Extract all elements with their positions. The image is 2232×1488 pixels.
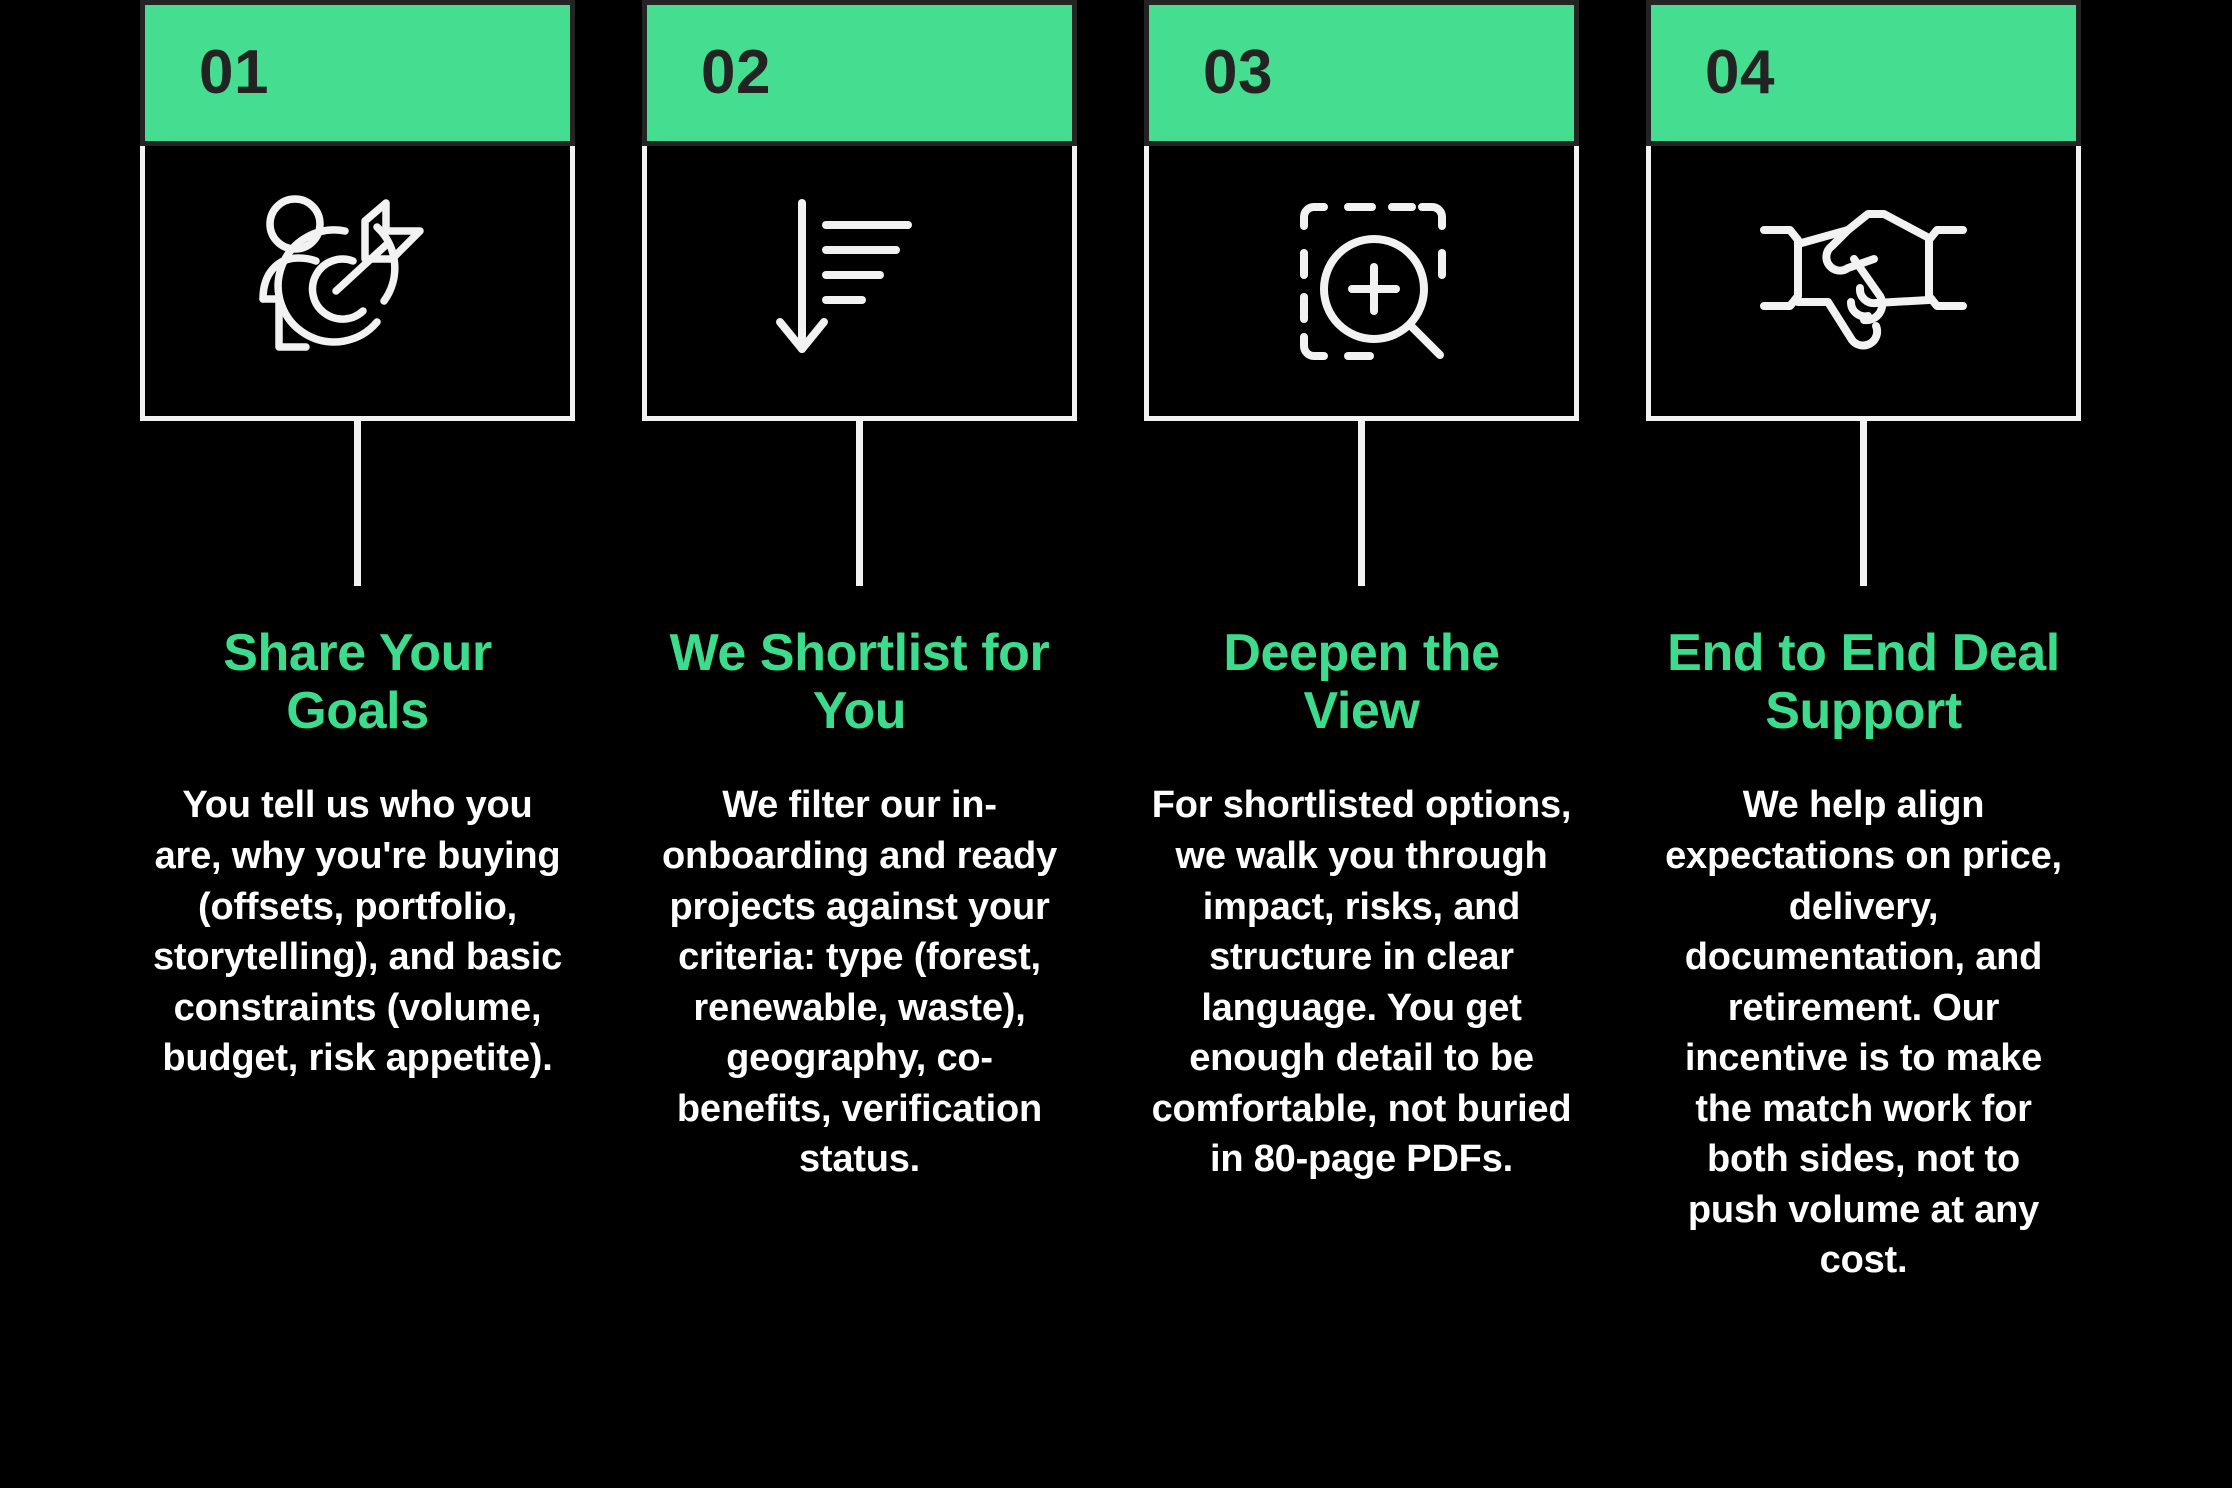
step-icon-box <box>1144 146 1579 421</box>
process-step-03: 03 <box>1144 0 1579 1488</box>
step-description: We filter our in-onboarding and ready pr… <box>661 784 1058 1181</box>
step-number: 01 <box>199 38 269 107</box>
step-connector-line <box>1860 421 1867 586</box>
process-step-02: 02 We Shortlist for You We filter our in… <box>642 0 1077 1488</box>
step-icon-box <box>140 146 575 421</box>
step-number-banner: 02 <box>642 0 1077 146</box>
step-connector-line <box>856 421 863 586</box>
step-title: Share Your Goals <box>223 624 492 741</box>
step-title: Deepen the View <box>1223 624 1500 741</box>
step-description: You tell us who you are, why you're buyi… <box>152 784 563 1080</box>
step-connector-line <box>1358 421 1365 586</box>
step-number-banner: 03 <box>1144 0 1579 146</box>
step-icon-box <box>1646 146 2081 421</box>
process-step-04: 04 <box>1646 0 2081 1488</box>
person-with-target-icon <box>253 191 463 371</box>
step-title: End to End Deal Support <box>1667 624 2060 741</box>
sort-descending-filter-icon <box>760 191 960 371</box>
step-number: 02 <box>701 38 771 107</box>
step-number-banner: 01 <box>140 0 575 146</box>
step-number-banner: 04 <box>1646 0 2081 146</box>
zoom-in-selection-icon <box>1262 191 1462 371</box>
step-title: We Shortlist for You <box>669 624 1050 741</box>
step-description: For shortlisted options, we walk you thr… <box>1151 784 1572 1181</box>
step-description: We help align expectations on price, del… <box>1665 784 2062 1282</box>
handshake-icon <box>1756 206 1971 356</box>
step-number: 04 <box>1705 38 1775 107</box>
step-connector-line <box>354 421 361 586</box>
step-number: 03 <box>1203 38 1273 107</box>
process-step-01: 01 <box>140 0 575 1488</box>
step-icon-box <box>642 146 1077 421</box>
